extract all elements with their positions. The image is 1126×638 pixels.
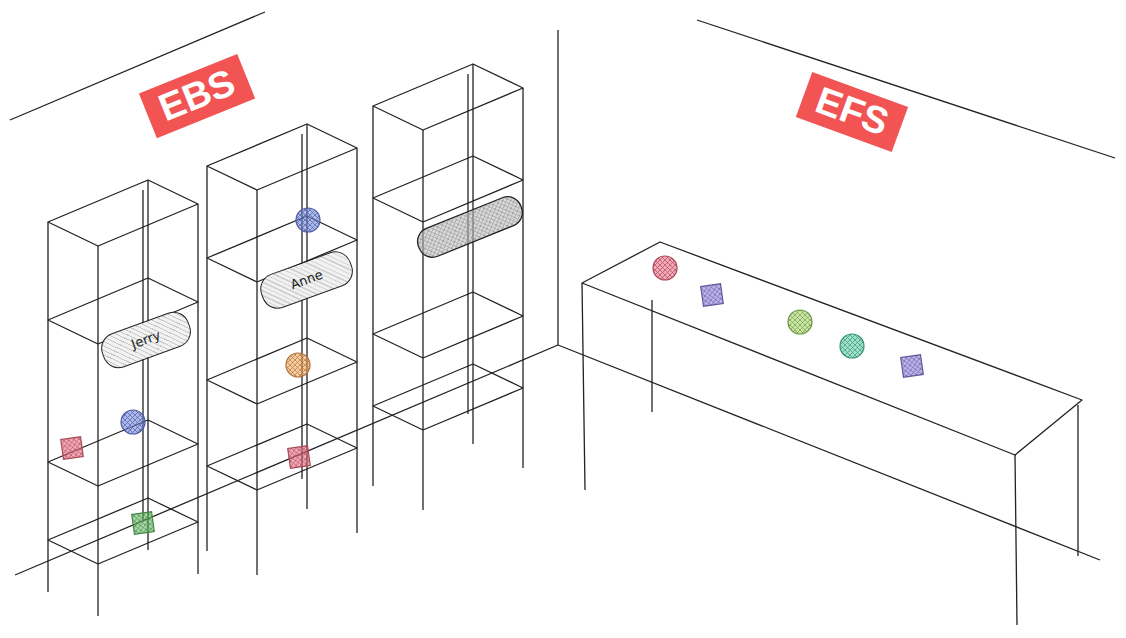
node-text: EFS — [810, 80, 894, 145]
wall-corner — [557, 30, 558, 345]
block-cube — [701, 284, 724, 307]
block-cube — [61, 437, 84, 460]
shelf-post — [372, 106, 373, 486]
shelf-top — [373, 64, 523, 130]
shelf-post — [47, 222, 48, 592]
service-badge: EBS — [139, 54, 255, 138]
block-cube — [288, 446, 311, 469]
shelf-top — [207, 124, 357, 190]
shelf-board — [48, 498, 198, 564]
shelf-label: Anne — [255, 247, 357, 313]
shelf-post — [522, 88, 523, 468]
block-cube — [901, 355, 924, 378]
wall-line — [697, 20, 1115, 158]
shelf-board — [207, 424, 357, 490]
file-ball — [788, 310, 812, 334]
table-leg — [651, 300, 652, 412]
blank-shelf-label — [413, 192, 526, 261]
shelf-top — [48, 180, 198, 246]
node-text: EBS — [153, 62, 241, 130]
shelf-board — [207, 338, 357, 404]
file-ball — [286, 353, 310, 377]
table-top — [582, 242, 1082, 455]
block-cube — [132, 512, 155, 535]
node-text: Jerry — [129, 327, 163, 352]
shelf-board — [373, 364, 523, 430]
file-ball — [653, 256, 677, 280]
shelf-post — [356, 148, 357, 533]
file-ball — [296, 208, 320, 232]
shelf-post — [206, 166, 207, 551]
service-badge: EFS — [796, 72, 908, 152]
table-leg — [1015, 455, 1017, 625]
table-leg — [1077, 405, 1078, 556]
file-ball — [121, 410, 145, 434]
shelf-board — [373, 292, 523, 358]
table-leg — [582, 283, 585, 490]
node-text: Anne — [288, 267, 325, 293]
file-ball — [840, 334, 864, 358]
shelf-back — [301, 134, 302, 479]
shelf-post — [197, 204, 198, 574]
shelf-post — [147, 180, 148, 550]
shelf-board — [48, 420, 198, 486]
shelf-label: Jerry — [97, 307, 196, 372]
